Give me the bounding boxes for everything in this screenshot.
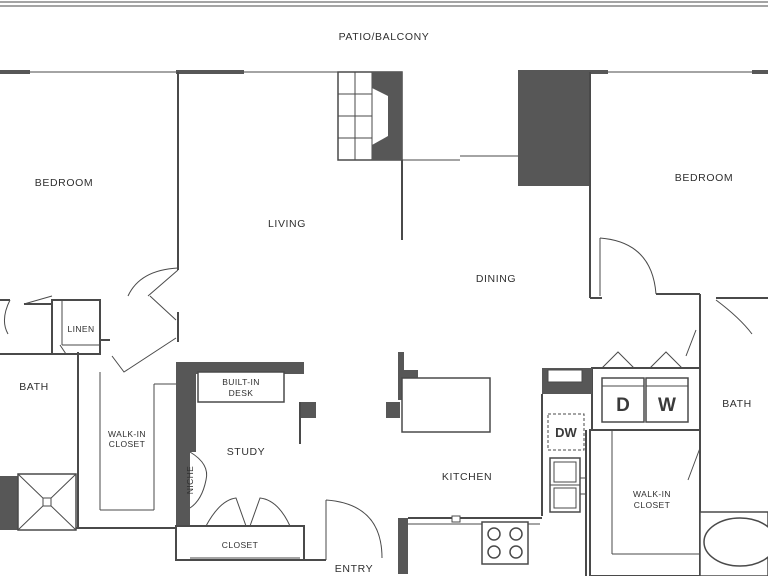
bedroom-left-label: BEDROOM [35, 177, 93, 189]
patio-border [0, 1, 768, 7]
linen-closet [51, 299, 101, 355]
structural-column [518, 70, 590, 186]
walkin-left-label-2: CLOSET [109, 439, 145, 449]
dryer-label: D [616, 395, 630, 416]
living-label: LIVING [268, 218, 306, 230]
left-bath-walls [0, 337, 178, 529]
study-closet [175, 497, 326, 561]
linen-label: LINEN [67, 324, 94, 334]
kitchen-label: KITCHEN [442, 471, 492, 483]
entry-door [325, 499, 408, 574]
closet-label: CLOSET [222, 540, 258, 550]
right-closet-bath [589, 358, 768, 576]
left-bedroom-walls [0, 72, 179, 342]
kitchen-counters [408, 368, 592, 576]
kitchen-island [386, 352, 491, 433]
builtin-desk-label-1: BUILT-IN [222, 377, 260, 387]
right-bedroom-door [599, 237, 768, 358]
laundry [591, 329, 701, 431]
dining-label: DINING [476, 273, 516, 285]
walkin-right-label-2: CLOSET [634, 500, 670, 510]
bath-right-label: BATH [722, 398, 752, 410]
shower [0, 473, 77, 531]
range [481, 521, 529, 565]
entry-label: ENTRY [335, 563, 373, 575]
study-label: STUDY [227, 446, 266, 458]
living-door [127, 267, 179, 321]
exterior-wall-top [0, 70, 768, 74]
fireplace [337, 71, 403, 161]
builtin-desk-label-2: DESK [229, 388, 254, 398]
dishwasher-label: DW [555, 425, 577, 440]
bath-left-label: BATH [19, 381, 49, 393]
walkin-right-label-1: WALK-IN [633, 489, 671, 499]
walkin-left-label-1: WALK-IN [108, 429, 146, 439]
study-walls [176, 362, 316, 532]
washer-label: W [658, 395, 676, 416]
sliding-door [402, 155, 518, 161]
interior-walls [401, 72, 602, 299]
bedroom-right-label: BEDROOM [675, 172, 733, 184]
niche-label: NICHE [185, 466, 195, 494]
patio-label: PATIO/BALCONY [339, 31, 430, 43]
